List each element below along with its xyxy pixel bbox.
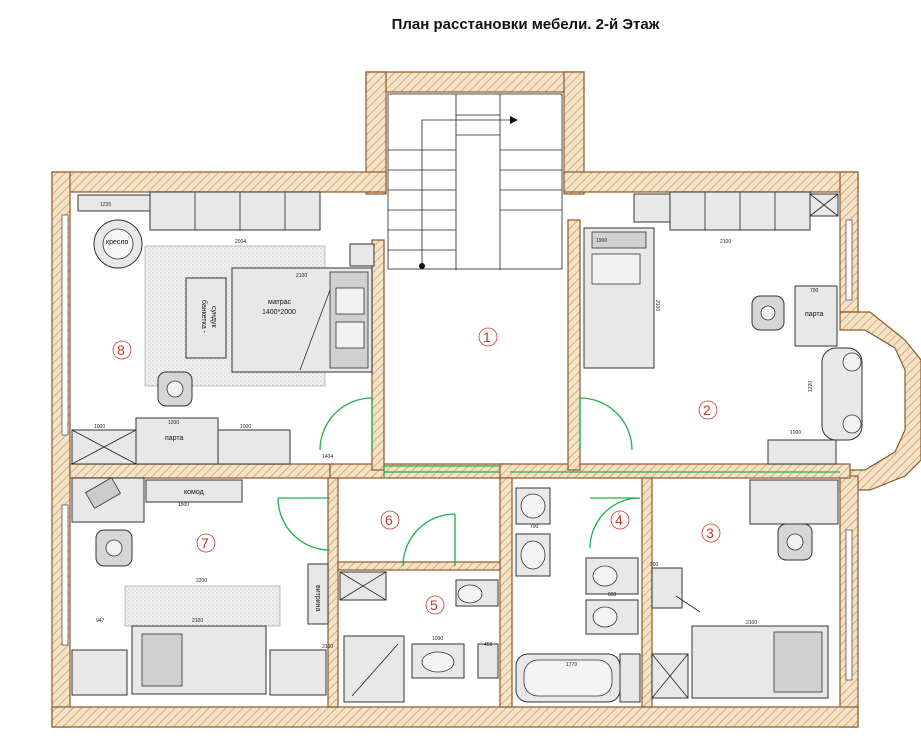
svg-text:700: 700 — [810, 288, 819, 294]
svg-text:600: 600 — [608, 592, 617, 598]
svg-text:1900: 1900 — [596, 238, 607, 244]
room-number-8: 8 — [117, 342, 125, 358]
mattress-label: матрас — [268, 299, 292, 306]
vitrine-label: витрина — [314, 585, 321, 612]
svg-text:1220: 1220 — [808, 381, 814, 392]
svg-text:947: 947 — [96, 618, 105, 624]
svg-text:1770: 1770 — [566, 662, 577, 668]
svg-text:1000: 1000 — [94, 424, 105, 430]
svg-text:2100: 2100 — [654, 300, 660, 311]
banquette-label-2: сундук — [210, 306, 217, 328]
desk-8-label: парта — [165, 435, 184, 442]
svg-text:700: 700 — [530, 524, 539, 530]
svg-text:1500: 1500 — [178, 502, 189, 508]
banquette-label: банкетка - — [200, 300, 208, 334]
staircase — [387, 93, 563, 270]
room-number-4: 4 — [615, 512, 623, 528]
room-number-3: 3 — [706, 525, 714, 541]
svg-text:1000: 1000 — [240, 424, 251, 430]
room-8-furniture: кресло матрас 1400*2000 банкетка - сунду… — [71, 191, 375, 465]
room-number-1: 1 — [483, 329, 491, 345]
svg-text:2100: 2100 — [296, 273, 307, 279]
svg-text:1200: 1200 — [168, 420, 179, 426]
svg-text:2100: 2100 — [192, 618, 203, 624]
room-7-furniture: комод витрина — [71, 477, 329, 696]
svg-text:1000: 1000 — [790, 430, 801, 436]
banquette — [185, 277, 227, 359]
room-number-2: 2 — [703, 402, 711, 418]
vitrine — [307, 563, 329, 625]
svg-text:2004: 2004 — [235, 239, 246, 245]
svg-text:2100: 2100 — [322, 644, 333, 650]
plan-title: План расстановки мебели. 2-й Этаж — [391, 16, 660, 33]
desk-3 — [749, 479, 839, 525]
room-number-7: 7 — [201, 535, 209, 551]
desk-2 — [794, 285, 838, 347]
dresser — [145, 479, 243, 503]
dresser-label: комод — [184, 489, 204, 496]
svg-text:300: 300 — [650, 562, 659, 568]
doors — [277, 397, 840, 567]
room-number-5: 5 — [430, 597, 438, 613]
room-number-6: 6 — [385, 512, 393, 528]
room-2-furniture: парта — [583, 191, 863, 465]
svg-text:2100: 2100 — [720, 239, 731, 245]
svg-text:2100: 2100 — [746, 620, 757, 626]
room-numbers: 1 2 3 4 5 6 7 8 — [112, 327, 721, 615]
desk-8 — [135, 417, 219, 465]
windows — [61, 214, 853, 681]
dimensions: 1235 2004 2100 1200 1000 1000 1404 1500 … — [94, 202, 819, 668]
bed-single-2 — [583, 227, 655, 369]
bathroom-4-fixtures — [515, 487, 641, 703]
svg-text:1000: 1000 — [432, 636, 443, 642]
svg-text:450: 450 — [484, 642, 493, 648]
shower — [343, 635, 405, 703]
room-3-furniture — [651, 479, 839, 699]
bathroom-5-fixtures — [339, 571, 499, 703]
svg-text:2200: 2200 — [196, 578, 207, 584]
svg-text:1235: 1235 — [100, 202, 111, 208]
mattress-size-label: 1400*2000 — [262, 309, 296, 316]
desk-2-label: парта — [805, 311, 824, 318]
armchair-label: кресло — [106, 239, 129, 246]
svg-text:1404: 1404 — [322, 454, 333, 460]
